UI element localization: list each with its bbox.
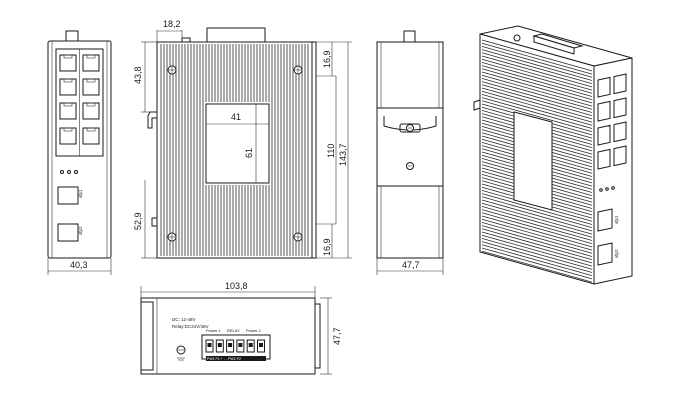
top-view: PW1 P1 + - - PW2 P2 DC: 12-48V Relay:DC2… — [140, 281, 342, 375]
iso-leds — [599, 186, 615, 192]
dim-label-width: 41 — [231, 112, 241, 122]
dim-total-height: 143,7 — [338, 143, 348, 166]
sfp-port-2 — [57, 223, 79, 242]
top-connector — [206, 27, 266, 43]
sfp2-label: sfp2 — [78, 226, 83, 235]
mount-screws — [167, 65, 303, 242]
dim-side-width: 47,7 — [402, 260, 420, 270]
status-leds — [60, 170, 78, 174]
iso-rj45-ports — [597, 73, 627, 170]
rj45-ports — [59, 54, 100, 145]
iso-label-window — [513, 111, 553, 211]
input-line2: Relay:DC24V/48V — [172, 324, 209, 329]
din-bracket — [376, 107, 444, 187]
dim-front-width: 40,3 — [70, 260, 88, 270]
power2-label: Power 2 — [246, 328, 261, 333]
dim-top-depth: 47,7 — [332, 327, 342, 345]
dim-label-height: 61 — [244, 148, 254, 158]
side-view: 18,2 41 61 43,8 52,9 — [133, 19, 352, 259]
rear-din-clip — [403, 30, 416, 43]
terminal-label: PW1 P1 + - - PW2 P2 — [207, 357, 241, 361]
iso-sfp1-label: sfp1 — [614, 215, 619, 224]
label-window — [205, 103, 270, 184]
iso-front-face — [593, 57, 633, 285]
dim-bottom-offset: 52,9 — [133, 212, 143, 230]
dim-bottom-margin: 16,9 — [322, 238, 332, 256]
dim-top-margin: 16,9 — [322, 50, 332, 68]
iso-sfp2-label: sfp2 — [614, 249, 619, 258]
iso-sfp-2 — [597, 242, 613, 266]
sfp-port-1 — [57, 186, 79, 205]
dim-top-offset: 43,8 — [133, 66, 143, 84]
heatsink-fins — [160, 44, 309, 256]
input-line1: DC: 12-48V — [172, 317, 196, 322]
terminal-pins — [205, 339, 265, 353]
front-view: sfp1 sfp2 40,3 — [47, 30, 112, 275]
rear-view: 47,7 — [376, 30, 444, 275]
din-clip-left — [147, 111, 157, 129]
dim-connector-offset: 18,2 — [163, 19, 181, 29]
dim-top-length: 103,8 — [225, 281, 248, 291]
top-view-clip — [140, 301, 154, 371]
sfp1-label: sfp1 — [78, 189, 83, 198]
iso-sfp-1 — [597, 208, 613, 232]
power1-label: Power 1 — [206, 328, 221, 333]
relay-label: RELAY — [227, 328, 240, 333]
front-din-clip — [65, 30, 79, 43]
isometric-view: sfp1 sfp2 — [473, 25, 633, 285]
dim-mount-height: 110 — [326, 144, 336, 158]
